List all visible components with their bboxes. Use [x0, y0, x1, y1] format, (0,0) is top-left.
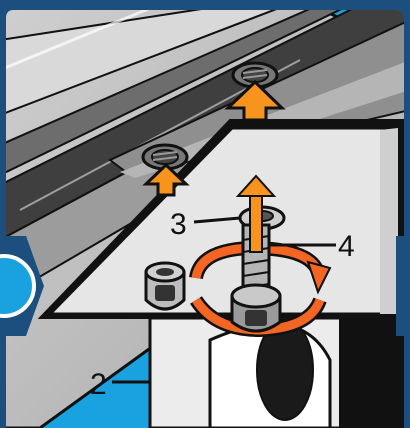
- callout-2: 2: [90, 368, 107, 401]
- hex-nut-left: [146, 263, 184, 309]
- right-edge-tab: [396, 236, 410, 336]
- callout-3: 3: [170, 208, 187, 241]
- callout-4: 4: [338, 230, 355, 263]
